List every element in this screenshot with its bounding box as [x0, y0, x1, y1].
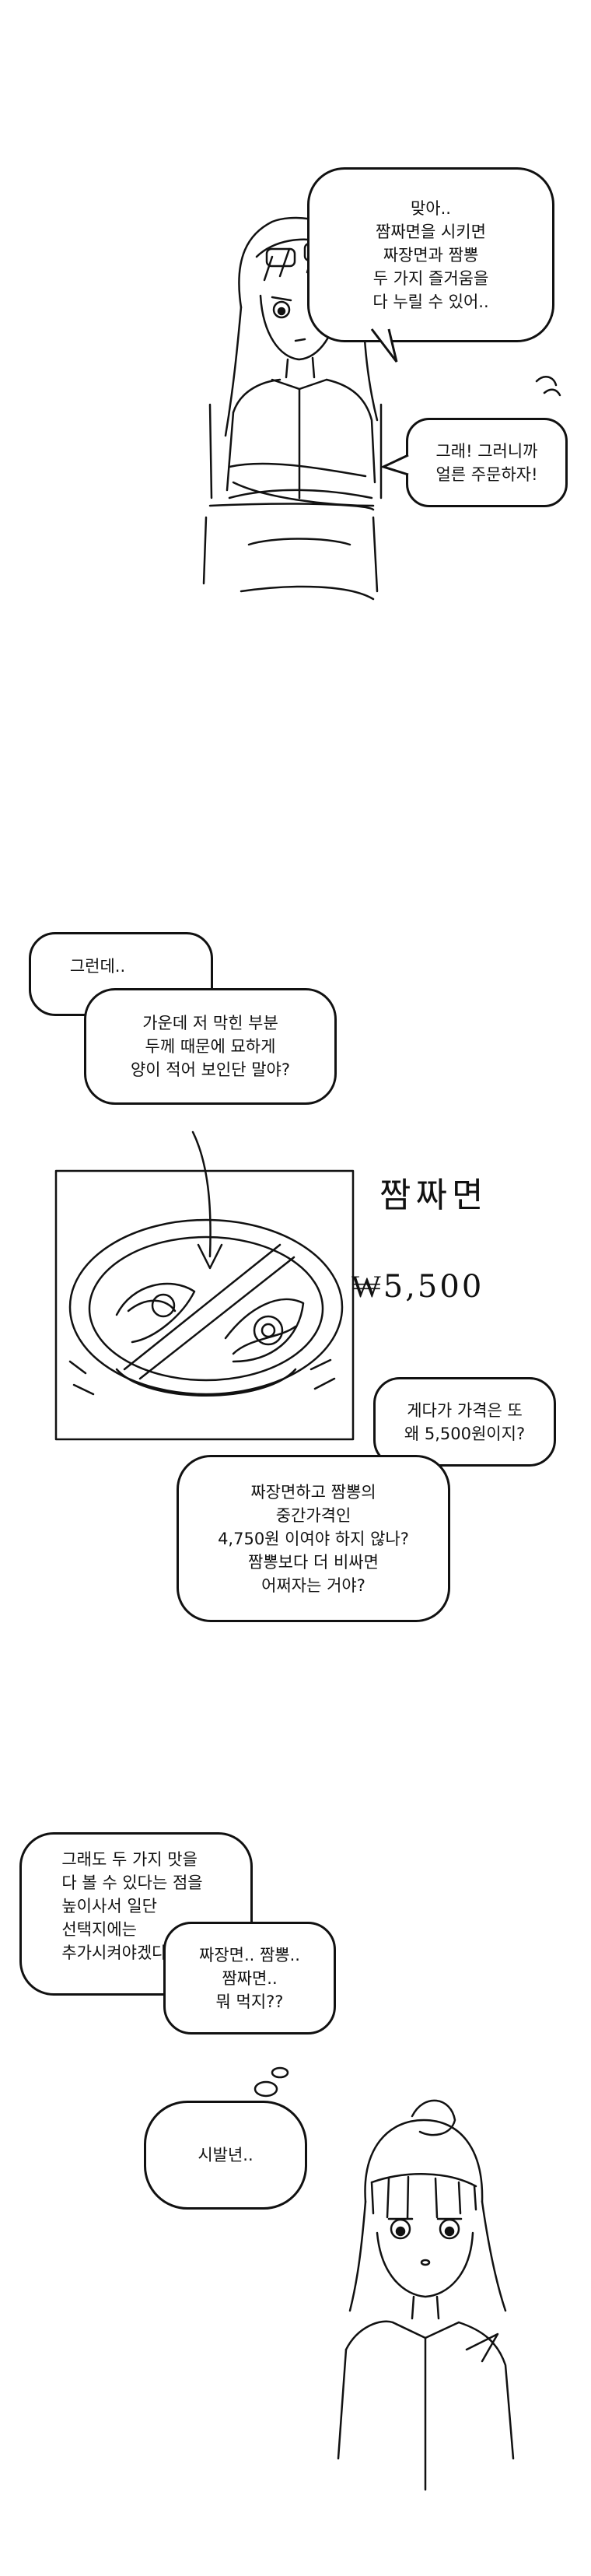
- speech-text: 시발년..: [198, 2146, 254, 2164]
- panel1-girl-illustration: [202, 216, 561, 601]
- speech-text: 가운데 저 막힌 부분 두께 때문에 묘하게 양이 적어 보인단 말야?: [130, 1014, 291, 1079]
- speech-text: 맞아.. 짬짜면을 시키면 짜장면과 짬뽕 두 가지 즐거움을 다 누릴 수 있…: [372, 198, 489, 311]
- speech-bubble-panel2-price: 게다가 가격은 또 왜 5,500원이지?: [373, 1377, 556, 1467]
- speech-text: 그래! 그러니까 얼른 주문하자!: [435, 441, 538, 484]
- speech-text: 짜장면.. 짬뽕.. 짬짜면.. 뭐 먹지??: [199, 1945, 300, 2011]
- speech-text: 짜장면하고 짬뽕의 중간가격인 4,750원 이여야 하지 않나? 짬뽕보다 더…: [218, 1482, 409, 1595]
- speech-text: 게다가 가격은 또 왜 5,500원이지?: [404, 1400, 526, 1443]
- menu-price-label: ₩5,500: [351, 1269, 484, 1305]
- menu-name-label: 짬짜면: [379, 1176, 488, 1215]
- speech-bubble-panel2-question: 가운데 저 막힌 부분 두께 때문에 묘하게 양이 적어 보인단 말야?: [84, 988, 337, 1105]
- thought-bubble-panel3-curse: 시발년..: [144, 2101, 307, 2210]
- speech-text: 그런데..: [69, 957, 126, 976]
- speech-tail-icon: [370, 328, 398, 363]
- speech-bubble-panel3-choose: 짜장면.. 짬뽕.. 짬짜면.. 뭐 먹지??: [163, 1922, 336, 2035]
- speech-tail-icon: [381, 454, 409, 476]
- speech-bubble-panel1-talk: 맞아.. 짬짜면을 시키면 짜장면과 짬뽕 두 가지 즐거움을 다 누릴 수 있…: [307, 167, 554, 342]
- speech-bubble-panel1-reply: 그래! 그러니까 얼른 주문하자!: [406, 418, 568, 507]
- speech-bubble-panel2-reason: 짜장면하고 짬뽕의 중간가격인 4,750원 이여야 하지 않나? 짬뽕보다 더…: [177, 1455, 450, 1622]
- speech-bubble-panel3-decide: 그래도 두 가지 맛을 다 볼 수 있다는 점을 높이사서 일단 선택지에는 추…: [19, 1832, 253, 1996]
- speech-text: 그래도 두 가지 맛을 다 볼 수 있다는 점을 높이사서 일단 선택지에는 추…: [61, 1850, 203, 1962]
- bowl-illustration: [54, 1130, 355, 1441]
- panel3-girl-illustration: [254, 2066, 515, 2491]
